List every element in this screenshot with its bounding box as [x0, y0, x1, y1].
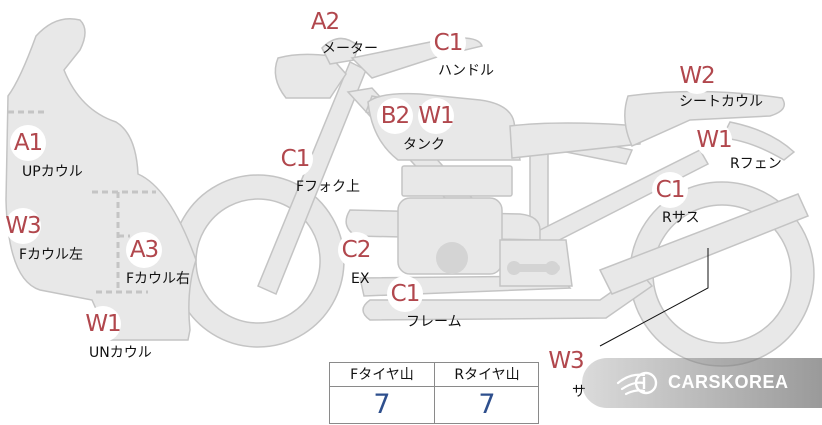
- part-label: Fカウル右: [126, 271, 191, 287]
- engine-block: [397, 197, 503, 275]
- part-label: EX: [351, 271, 370, 287]
- part-code-badge: W3: [548, 343, 585, 379]
- part-code-badge: C2: [338, 232, 374, 268]
- front-tire-header: Fタイヤ山: [330, 363, 434, 387]
- part-label: UPカウル: [22, 164, 83, 180]
- part-label: Rサス: [662, 210, 700, 226]
- flame-logo-icon: [616, 371, 658, 396]
- rear-tire-value: 7: [478, 389, 496, 420]
- part-label: Fカウル左: [19, 247, 84, 263]
- part-label: フレーム: [406, 314, 462, 330]
- part-code-badge: W1: [85, 306, 122, 342]
- watermark: CARSKOREA: [582, 358, 822, 408]
- rear-suspension-shape: [598, 193, 810, 295]
- part-label: タンク: [403, 137, 445, 153]
- rear-fender-shape: [720, 121, 796, 161]
- part-code-badge: W3: [5, 208, 42, 244]
- headlight: [274, 53, 347, 99]
- part-label: Fフォク上: [296, 179, 361, 195]
- part-label: Rフェン: [730, 156, 782, 172]
- tire-tread-table: Fタイヤ山 Rタイヤ山 7 7: [329, 362, 539, 424]
- watermark-text: CARSKOREA: [668, 372, 789, 392]
- part-code-badge: A1: [10, 125, 46, 161]
- rear-tire-header: Rタイヤ山: [435, 363, 539, 387]
- part-label: UNカウル: [89, 345, 152, 361]
- part-label: シートカウル: [679, 94, 763, 110]
- part-code-badge: A2: [307, 4, 343, 40]
- leader-line: [599, 248, 709, 347]
- engine-cover: [436, 242, 468, 274]
- part-code-badge: B2: [377, 98, 413, 134]
- part-code-badge: A3: [126, 232, 162, 268]
- part-code-badge: C1: [277, 141, 313, 177]
- part-code-badge: W2: [679, 58, 716, 94]
- part-code-badge: C1: [387, 276, 423, 312]
- part-code-badge: W1: [418, 98, 455, 134]
- front-wheel: [171, 174, 345, 348]
- part-code-badge: C1: [652, 172, 688, 208]
- engine-top: [401, 165, 513, 197]
- table-divider: [434, 363, 435, 423]
- part-label: ハンドル: [438, 63, 494, 79]
- part-code-badge: W1: [696, 122, 733, 158]
- front-tire-value: 7: [373, 389, 391, 420]
- part-code-badge: C1: [430, 25, 466, 61]
- seat-cowl-shape: [624, 90, 785, 147]
- part-label: メーター: [322, 41, 378, 57]
